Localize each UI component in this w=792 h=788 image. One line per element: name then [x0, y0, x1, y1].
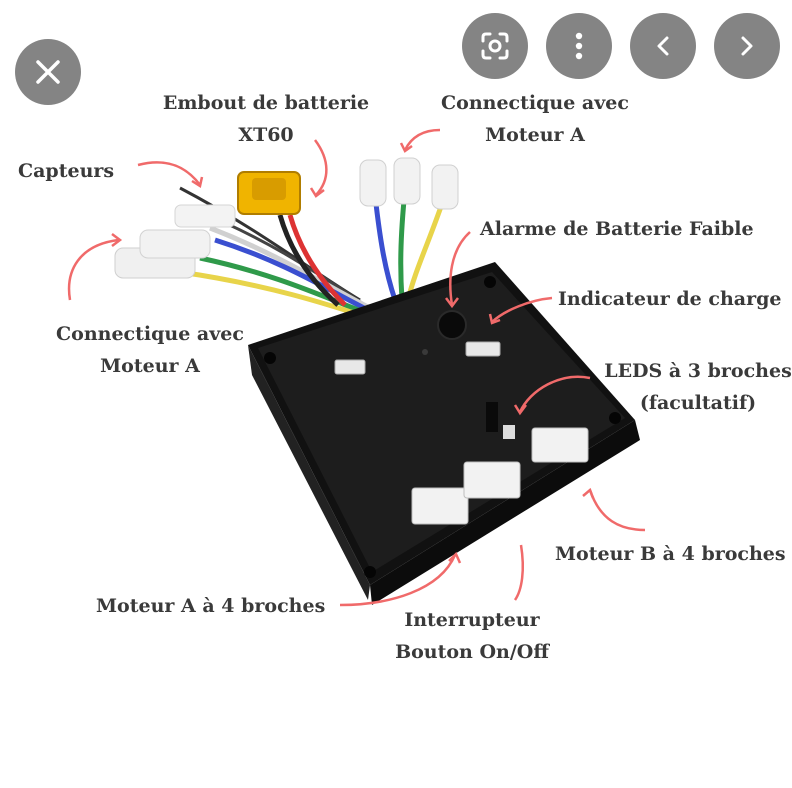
label-line: Moteur A	[485, 124, 585, 146]
label-line: Embout de batterie	[162, 92, 370, 114]
label-motor-a-4pin: Moteur A à 4 broches	[96, 590, 325, 622]
left-wire-bundle	[114, 186, 377, 323]
chevron-right-icon	[741, 36, 753, 56]
annotation-arrows	[67, 128, 646, 607]
lens-button[interactable]	[462, 13, 528, 79]
label-charge-indicator: Indicateur de charge	[558, 283, 781, 315]
more-options-button[interactable]	[546, 13, 612, 79]
label-onoff-switch: Interrupteur Bouton On/Off	[386, 604, 558, 668]
label-motor-b-4pin: Moteur B à 4 broches	[555, 538, 786, 570]
controller-box	[248, 262, 640, 605]
label-line: Connectique avec	[441, 92, 629, 114]
label-line: Alarme de Batterie Faible	[480, 218, 754, 240]
xt60-connector	[237, 171, 347, 307]
label-line: Moteur B à 4 broches	[555, 543, 786, 565]
top-wire-bundle	[359, 157, 459, 301]
label-line: Moteur A à 4 broches	[96, 595, 326, 617]
more-vertical-icon	[575, 32, 583, 60]
label-line: Interrupteur	[404, 609, 540, 631]
label-line: Bouton On/Off	[395, 641, 549, 663]
label-line: XT60	[238, 124, 294, 146]
lens-icon	[481, 32, 509, 60]
label-line: Connectique avec	[56, 323, 244, 345]
label-low-battery-alarm: Alarme de Batterie Faible	[480, 213, 754, 245]
label-motor-a-top: Connectique avec Moteur A	[432, 87, 638, 151]
label-sensors: Capteurs	[18, 155, 114, 187]
label-line: Indicateur de charge	[558, 288, 782, 310]
label-motor-a-left: Connectique avec Moteur A	[50, 318, 250, 382]
label-line: Moteur A	[100, 355, 200, 377]
label-line: LEDS à 3 broches	[604, 360, 792, 382]
label-line: Capteurs	[18, 160, 115, 182]
previous-button[interactable]	[630, 13, 696, 79]
label-line: (facultatif)	[639, 392, 757, 414]
close-button[interactable]	[15, 39, 81, 105]
close-icon	[36, 60, 60, 84]
label-leds: LEDS à 3 broches (facultatif)	[604, 355, 792, 419]
label-battery-connector: Embout de batterie XT60	[160, 87, 372, 151]
chevron-left-icon	[657, 36, 669, 56]
next-button[interactable]	[714, 13, 780, 79]
